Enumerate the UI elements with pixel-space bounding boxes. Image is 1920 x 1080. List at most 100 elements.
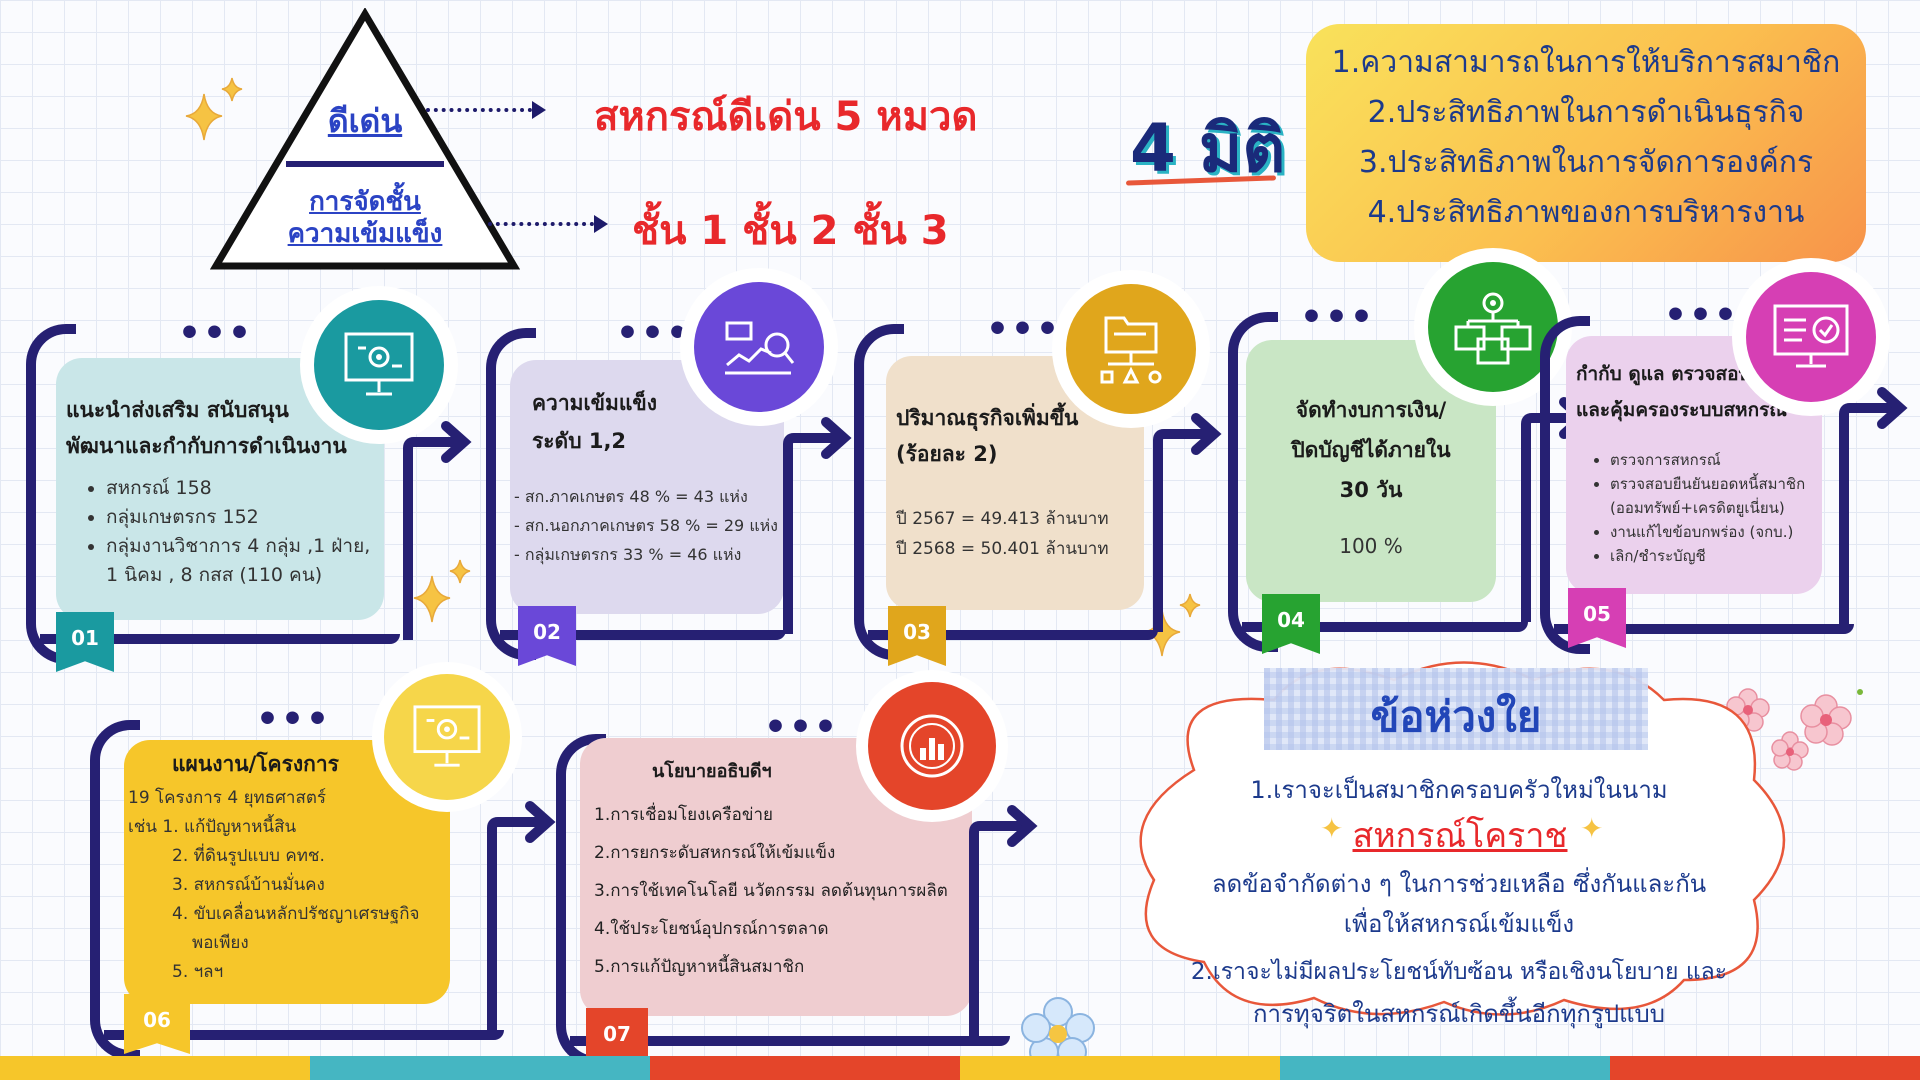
arrow-right-icon	[969, 805, 1038, 1036]
step-number-badge: 04	[1262, 594, 1320, 654]
list-item: 19 โครงการ 4 ยุทธศาสตร์	[128, 788, 326, 808]
step-connector	[40, 634, 400, 644]
dimensions-title: 4 มิติ	[1130, 110, 1286, 187]
dots-icon: •••	[1664, 295, 1740, 336]
dots-icon: •••	[256, 699, 332, 740]
list-item: ตรวจสอบยืนยันยอดหนี้สมาชิก (ออมทรัพย์+เค…	[1610, 472, 1822, 520]
folder-hierarchy-icon	[1066, 284, 1196, 414]
sparkle-icon	[410, 556, 480, 626]
presentation-gear-icon	[314, 300, 444, 430]
title-tape-pattern	[1264, 668, 1648, 750]
step-bracket	[26, 324, 76, 664]
sparkle-icon: ✦	[1580, 812, 1604, 845]
footer-bar-segment	[310, 1056, 650, 1080]
list-item: 5.การแก้ปัญหาหนี้สินสมาชิก	[594, 957, 805, 977]
arrow-right-icon	[1839, 387, 1908, 624]
step-bullets: ตรวจการสหกรณ์ ตรวจสอบยืนยันยอดหนี้สมาชิก…	[1586, 448, 1822, 568]
concern-line: เพื่อให้สหกรณ์เข้มแข็ง	[1343, 910, 1575, 938]
flower-icon	[1723, 688, 1863, 771]
dots-icon: •••	[178, 313, 254, 354]
concern-line: 1.เราจะเป็นสมาชิกครอบครัวใหม่ในนาม	[1250, 776, 1668, 804]
step-bullets: สหกรณ์ 158 กลุ่มเกษตรกร 152 กลุ่มงานวิชา…	[82, 474, 382, 590]
dots-icon: •••	[616, 313, 692, 354]
sparkle-icon: ✦	[1320, 812, 1344, 845]
step-lines: - สก.ภาคเกษตร 48 % = 43 แห่ง - สก.นอกภาค…	[514, 482, 778, 569]
concern-line: การทุจริตในสหกรณ์เกิดขึ้นอีกทุกรูปแบบ	[1252, 1000, 1666, 1028]
list-item: เลิก/ชำระบัญชี	[1610, 544, 1822, 568]
bar-chart-circle-icon	[868, 682, 996, 810]
list-item: งานแก้ไขข้อบกพร่อง (จกบ.)	[1610, 520, 1822, 544]
list-item: 4. ขับเคลื่อนหลักปรัชญาเศรษฐกิจ	[172, 904, 420, 924]
step-value: 100 %	[1339, 534, 1403, 558]
step-lines: 1.การเชื่อมโยงเครือข่าย 2.การยกระดับสหกร…	[594, 796, 948, 986]
dots-icon: •••	[1300, 297, 1376, 338]
step-number-badge: 05	[1568, 588, 1626, 648]
step-connector	[104, 1030, 504, 1040]
list-item: กลุ่มเกษตรกร 152	[106, 503, 382, 532]
step-title: แนะนำส่งเสริม สนับสนุนพัฒนาและกำกับการดำ…	[66, 398, 347, 458]
list-item: 5. ฯลฯ	[172, 962, 224, 982]
list-item: เช่น 1. แก้ปัญหาหนี้สิน	[128, 817, 297, 837]
concern-line: ลดข้อจำกัดต่าง ๆ ในการช่วยเหลือ ซึ่งกันแ…	[1211, 870, 1707, 898]
arrow-right-icon	[783, 417, 852, 634]
pyramid-diagram	[210, 8, 520, 270]
footer-bar-segment	[0, 1056, 310, 1080]
dimensions-box: 1.ความสามารถในการให้บริการสมาชิก 2.ประสิ…	[1306, 24, 1866, 262]
step-connector	[1554, 624, 1854, 634]
dots-icon: •••	[986, 309, 1062, 350]
arrow-right-icon	[487, 801, 556, 1032]
sparkle-icon	[182, 74, 252, 144]
footer-bar-segment	[960, 1056, 1280, 1080]
step-connector	[570, 1036, 1010, 1046]
list-item: สหกรณ์ 158	[106, 474, 382, 503]
sparkle-icon	[1140, 590, 1210, 660]
pyramid-bottom-label: การจัดชั้นความเข้มแข็ง	[287, 187, 443, 249]
step-title: กำกับ ดูแล ตรวจสอบและคุ้มครองระบบสหกรณ์	[1576, 363, 1787, 421]
list-item: - สก.ภาคเกษตร 48 % = 43 แห่ง	[514, 487, 748, 506]
list-item: 2.การยกระดับสหกรณ์ให้เข้มแข็ง	[594, 843, 836, 863]
step-bracket	[854, 324, 904, 660]
top-result-text: สหกรณ์ดีเด่น 5 หมวด	[594, 94, 978, 140]
list-item: ปี 2567 = 49.413 ล้านบาท	[896, 509, 1109, 529]
dimension-item: 4.ประสิทธิภาพของการบริหารงาน	[1367, 195, 1805, 230]
list-item: 1.การเชื่อมโยงเครือข่าย	[594, 805, 773, 825]
concerns-title: ข้อห่วงใย	[1370, 692, 1542, 741]
dimension-item: 2.ประสิทธิภาพในการดำเนินธุรกิจ	[1367, 95, 1805, 130]
dimension-item: 1.ความสามารถในการให้บริการสมาชิก	[1331, 45, 1841, 80]
footer-bar-segment	[1610, 1056, 1920, 1080]
bottom-result-text: ชั้น 1 ชั้น 2 ชั้น 3	[632, 208, 949, 254]
step-lines: 19 โครงการ 4 ยุทธศาสตร์ เช่น 1. แก้ปัญหา…	[128, 784, 419, 987]
dotted-arrow	[488, 222, 594, 226]
step-title: นโยบายอธิบดีฯ	[652, 761, 772, 782]
step-bracket	[90, 720, 140, 1060]
list-item: ตรวจการสหกรณ์	[1610, 448, 1822, 472]
arrow-head-icon	[594, 215, 608, 233]
step-title: แผนงาน/โครงการ	[172, 752, 339, 776]
step-lines: ปี 2567 = 49.413 ล้านบาท ปี 2568 = 50.40…	[896, 504, 1109, 564]
step-bracket	[1228, 312, 1278, 652]
monitor-check-icon	[1746, 272, 1876, 402]
step-title: ปริมาณธุรกิจเพิ่มขึ้น(ร้อยละ 2)	[896, 406, 1079, 466]
dimension-item: 3.ประสิทธิภาพในการจัดการองค์กร	[1358, 145, 1814, 180]
list-item: กลุ่มงานวิชาการ 4 กลุ่ม ,1 ฝ่าย, 1 นิคม …	[106, 532, 382, 590]
step-title: ความเข้มแข็งระดับ 1,2	[532, 391, 657, 453]
step-bracket	[486, 328, 536, 660]
step-connector	[500, 630, 786, 640]
arrow-right-icon	[1153, 413, 1222, 632]
pyramid-top-label: ดีเด่น	[327, 102, 403, 140]
list-item: พอเพียง	[192, 933, 249, 953]
list-item: 4.ใช้ประโยชน์อุปกรณ์การตลาด	[594, 919, 829, 939]
list-item: - กลุ่มเกษตรกร 33 % = 46 แห่ง	[514, 545, 742, 564]
list-item: ปี 2568 = 50.401 ล้านบาท	[896, 539, 1109, 559]
highlight-text: สหกรณ์โคราช	[1352, 816, 1568, 856]
step-connector	[868, 630, 1158, 640]
step-number-badge: 02	[518, 606, 576, 666]
dotted-arrow	[426, 108, 532, 112]
arrow-head-icon	[532, 101, 546, 119]
arrow-right-icon	[403, 421, 472, 640]
gear-boxes-icon	[1428, 262, 1558, 392]
step-connector	[1242, 622, 1528, 632]
step-number-badge: 01	[56, 612, 114, 672]
list-item: 3. สหกรณ์บ้านมั่นคง	[172, 875, 325, 895]
